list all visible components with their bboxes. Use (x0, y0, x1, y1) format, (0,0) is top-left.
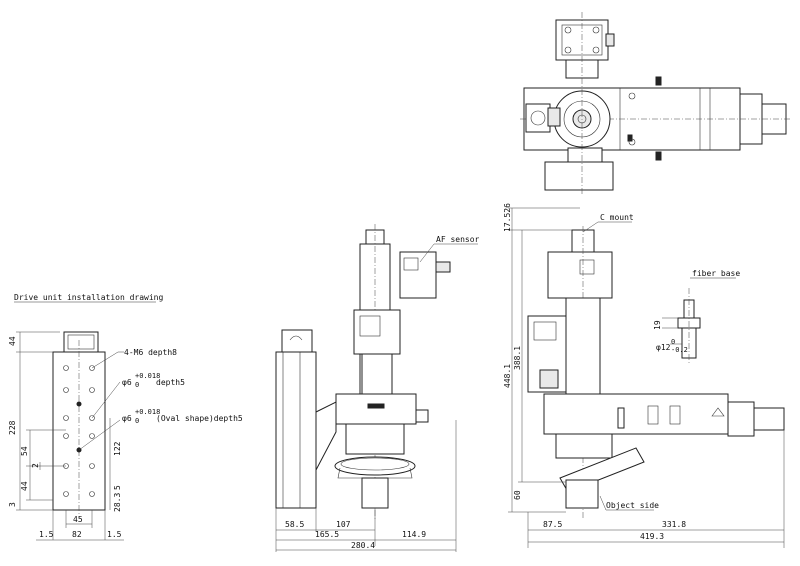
dim-419-3: 419.3 (640, 532, 664, 541)
dim-448-1: 448.1 (503, 364, 512, 388)
af-sensor-label: AF sensor (436, 235, 480, 244)
callout-depth5-a: depth5 (156, 378, 185, 387)
callout-phi6-b: φ6 (122, 414, 132, 423)
side-plate (275, 351, 317, 509)
phi12-label: φ12 (656, 343, 671, 352)
dim-331-8: 331.8 (662, 520, 686, 529)
dim-122: 122 (113, 441, 122, 456)
phi12-tol-bot: -0.2 (671, 346, 688, 354)
side-revolver (334, 456, 416, 476)
dim-87-5: 87.5 (543, 520, 562, 529)
dim-top-44: 44 (8, 336, 17, 346)
callout-oval: (Oval shape)depth5 (156, 414, 243, 423)
dim-1-5-left: 1.5 (39, 530, 54, 539)
dim-228: 228 (8, 420, 17, 435)
dim-28-3: 28.3 (113, 493, 122, 512)
dim-54: 54 (20, 446, 29, 456)
dim-45: 45 (73, 515, 83, 524)
top-lower-box (544, 161, 614, 191)
dim-165-5: 165.5 (315, 530, 339, 539)
fiber-base-detail: fiber base 19 φ12 0 -0.2 (653, 269, 740, 364)
dim-388-1: 388.1 (513, 346, 522, 370)
dim-280-4: 280.4 (351, 541, 375, 550)
callout-m6: 4-M6 depth8 (124, 348, 177, 357)
front-camera-box (547, 251, 613, 299)
object-side-label: Object side (606, 501, 659, 510)
side-view: AF sensor 58.5 107 165.5 114.9 280.4 (275, 224, 480, 552)
front-view: C mount Object side 17.526 448.1 3 (503, 203, 785, 548)
mount-holes (63, 365, 95, 497)
dim-60: 60 (513, 490, 522, 500)
install-title: Drive unit installation drawing (14, 293, 163, 302)
dim-3: 3 (8, 502, 17, 507)
callout-tol-a: +0.018 (135, 372, 160, 380)
dim-17-526: 17.526 (503, 203, 512, 232)
dim-5: 5 (113, 485, 122, 490)
c-mount-label: C mount (600, 213, 634, 222)
front-turret (543, 393, 729, 435)
callout-tol-b: +0.018 (135, 408, 160, 416)
dim-82: 82 (72, 530, 82, 539)
callout-tol0-a: 0 (135, 381, 139, 389)
dim-114-9: 114.9 (402, 530, 426, 539)
dim-19: 19 (653, 320, 662, 330)
dim-107: 107 (336, 520, 351, 529)
dim-1-5-right: 1.5 (107, 530, 122, 539)
dim-2: 2 (31, 463, 40, 468)
callout-phi6-a: φ6 (122, 378, 132, 387)
install-view: Drive unit installation drawing 4-M6 dep… (8, 293, 243, 541)
dim-44b: 44 (20, 481, 29, 491)
fiber-base-label: fiber base (692, 269, 740, 278)
top-view (520, 12, 790, 196)
callout-tol0-b: 0 (135, 417, 139, 425)
phi12-tol-top: 0 (671, 338, 675, 346)
dim-58-5: 58.5 (285, 520, 304, 529)
side-turret (335, 393, 417, 425)
